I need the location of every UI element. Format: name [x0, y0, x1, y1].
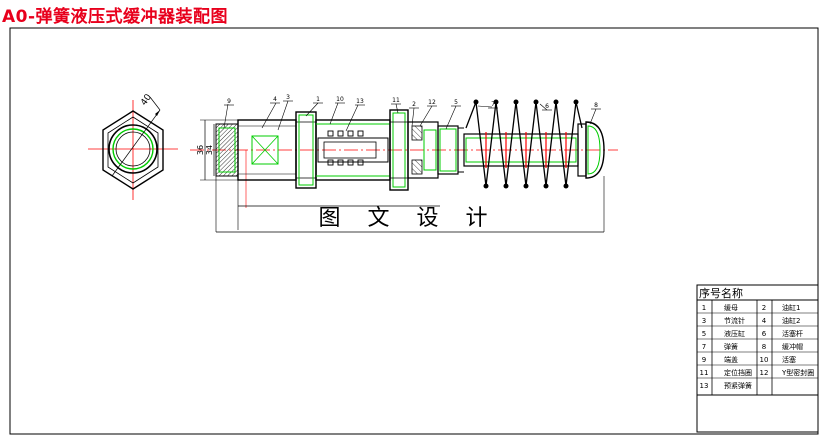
bom-cell-n2: 8 — [762, 343, 766, 351]
balloon-3: 3 — [286, 94, 290, 101]
bom-cell-name2: 油缸2 — [782, 316, 800, 325]
bom-cell-n2: 2 — [762, 304, 766, 312]
bom-cell-name1: 预紧弹簧 — [724, 381, 752, 390]
bom-cell-n2: 12 — [760, 369, 769, 377]
watermark-text: 图 文 设 计 — [319, 206, 498, 231]
height-dimensions — [200, 119, 238, 181]
bom-cell-name1: 定位挡圈 — [724, 368, 752, 377]
bom-header: 序号名称 — [699, 286, 743, 300]
balloon-8: 8 — [594, 102, 598, 109]
balloon-2: 2 — [412, 101, 416, 108]
balloon-12: 12 — [428, 99, 436, 106]
bom-cell-name1: 弹簧 — [724, 342, 738, 351]
bom-cell-name1: 液压缸 — [724, 329, 745, 338]
leader-lines — [223, 100, 597, 132]
bom-cell-n2: 4 — [762, 317, 767, 325]
balloon-6: 6 — [545, 103, 549, 110]
hex-diameter-label: 40 — [139, 92, 154, 107]
bom-cell-n1: 13 — [700, 382, 709, 390]
bom-rows: 1 缓母 2 油缸1 3 节流针 4 油缸2 5 液压缸 6 活塞杆 7 弹簧 8 缓冲帽 9 端盖 10 活塞 11 定… — [700, 303, 815, 390]
bom-cell-name2: Y型密封圈 — [781, 368, 814, 377]
balloon-11: 11 — [392, 97, 400, 104]
bom-cell-n1: 11 — [700, 369, 709, 377]
balloon-13: 13 — [356, 98, 364, 105]
bom-cell-n1: 3 — [702, 317, 706, 325]
bom-table: 序号名称 1 缓母 2 油缸1 3 节流针 4 油缸2 5 液压缸 6 活塞杆 7 弹簧 8 缓冲帽 9 端盖 10… — [696, 284, 819, 433]
bom-cell-name2: 活塞杆 — [782, 329, 803, 338]
drawing-frame — [9, 27, 819, 435]
bom-cell-n2: 6 — [762, 330, 767, 338]
bom-cell-name1: 节流针 — [724, 316, 745, 325]
bom-cell-name1: 端盖 — [724, 355, 738, 364]
balloon-layer: 9 4 3 1 10 13 11 2 12 5 7 6 8 — [224, 94, 601, 111]
bom-cell-name1: 缓母 — [724, 303, 738, 312]
bom-cell-n1: 1 — [702, 304, 706, 312]
bom-cell-name2: 缓冲帽 — [782, 342, 803, 351]
balloon-9: 9 — [227, 98, 231, 105]
drawing-title: A0-弹簧液压式缓冲器装配图 — [2, 7, 229, 27]
height-dim-b: 34 — [205, 145, 214, 155]
bom-cell-name2: 油缸1 — [782, 303, 800, 312]
bom-cell-n2: 10 — [760, 356, 769, 364]
bom-cell-name2: 活塞 — [782, 355, 796, 364]
balloon-4: 4 — [273, 96, 277, 103]
bom-cell-n1: 7 — [702, 343, 706, 351]
balloon-7: 7 — [491, 101, 495, 108]
bom-cell-n1: 9 — [702, 356, 706, 364]
end-view-hex — [88, 96, 178, 200]
height-dim-a: 36 — [196, 145, 205, 155]
balloon-1: 1 — [316, 96, 320, 103]
balloon-10: 10 — [336, 96, 344, 103]
balloon-5: 5 — [454, 99, 458, 106]
section-view — [190, 99, 618, 233]
bom-cell-n1: 5 — [702, 330, 706, 338]
